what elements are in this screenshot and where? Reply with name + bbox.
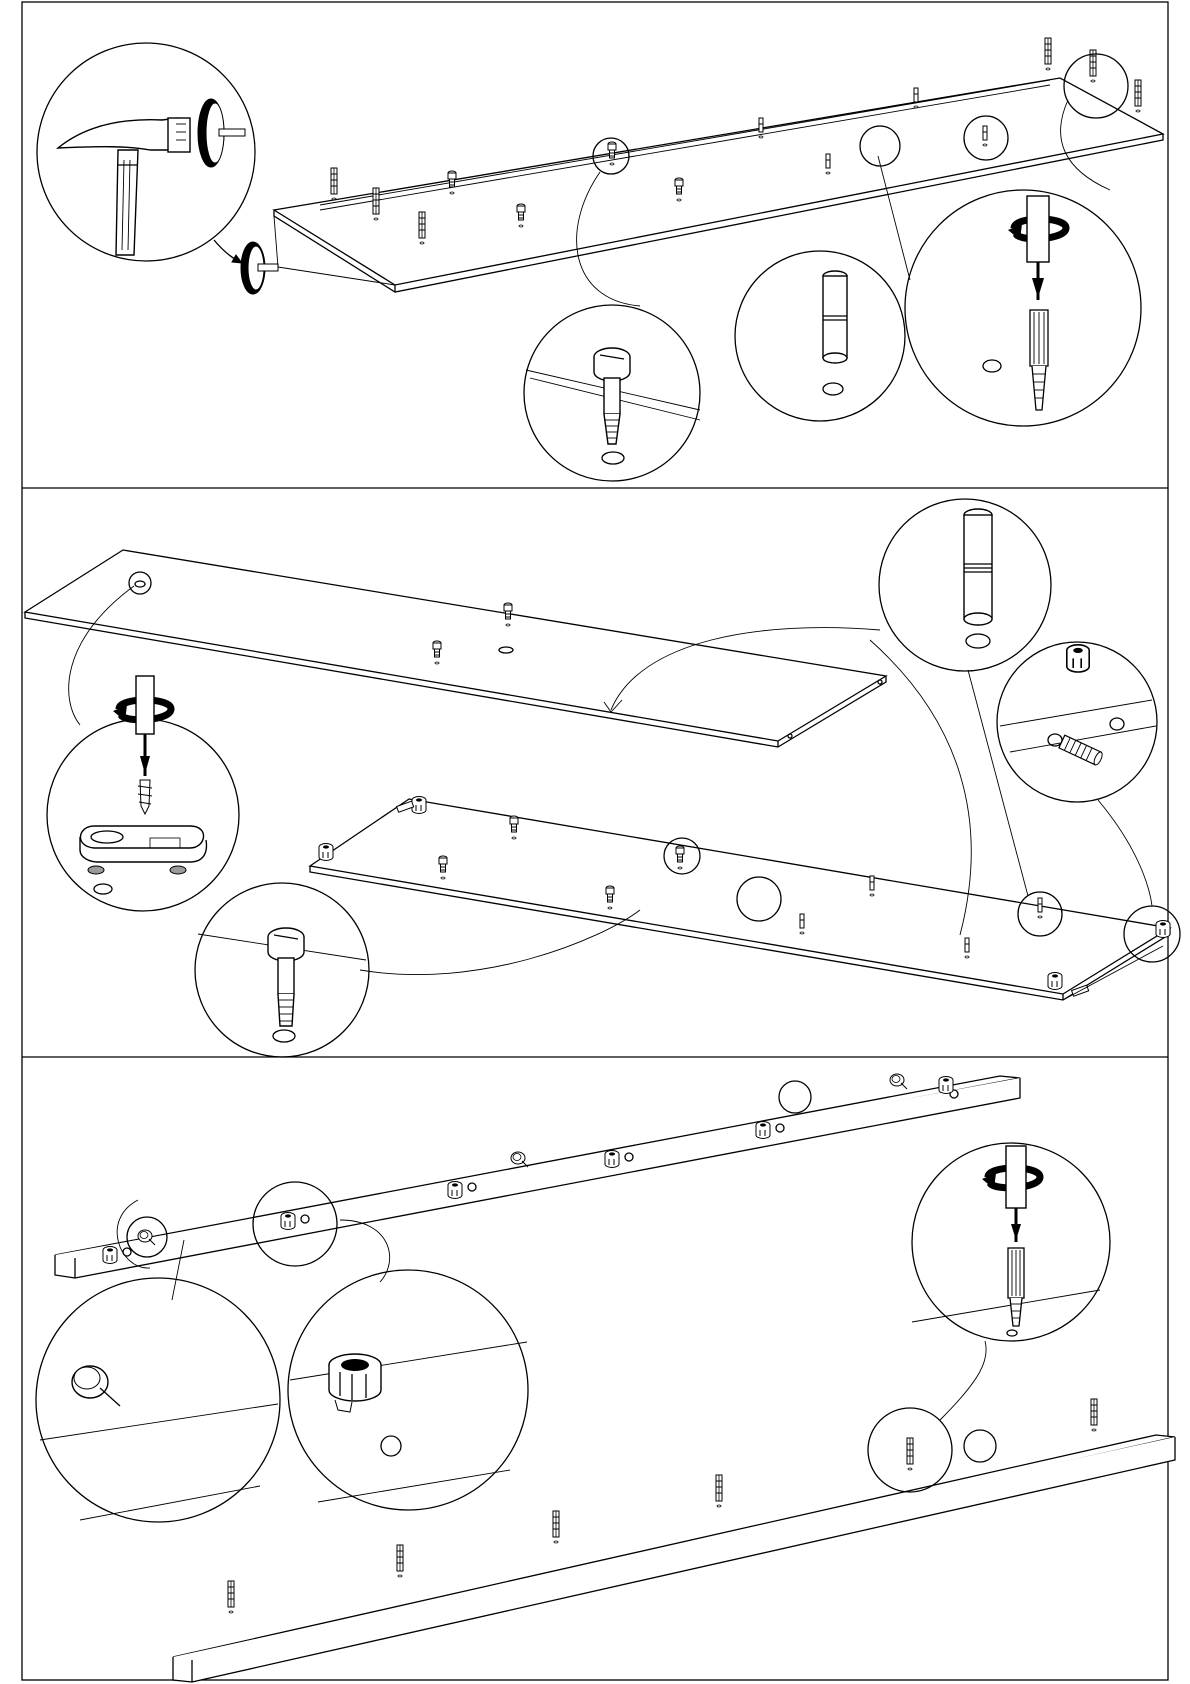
- glide-nail-icon: [72, 1366, 120, 1406]
- screwdriver-icon: [1006, 1146, 1026, 1326]
- cam-bolt-icon: [268, 928, 304, 1042]
- cam-lock-dowel-detail-callout: [997, 642, 1157, 906]
- lower-rail: [173, 1399, 1175, 1682]
- cam-lock-detail-callout: [288, 1220, 528, 1510]
- screwdriver-detail-callout-2: [912, 1143, 1110, 1420]
- step-3-panel: [36, 1074, 1175, 1682]
- shelf-pin-icon: [823, 271, 847, 395]
- upper-rail: [55, 1074, 1020, 1278]
- bottom-board: [310, 797, 1180, 1001]
- glide-nail-icon: [198, 99, 245, 167]
- shelf-pin-icon: [964, 509, 992, 648]
- hammer-detail-callout: [37, 43, 255, 263]
- step-2-panel: [25, 499, 1180, 1057]
- cam-bolt-icon: [594, 348, 630, 464]
- dowel-icon: [1059, 735, 1104, 766]
- screwdriver-icon: [136, 676, 154, 776]
- screwdriver-icon: [1027, 196, 1049, 410]
- wood-screw-icon: [138, 780, 152, 814]
- support-plate-icon: [80, 826, 206, 874]
- cam-lock-icon: [329, 1354, 381, 1412]
- hammer-icon: [58, 118, 190, 255]
- step-1-panel: [37, 38, 1163, 481]
- shelf-pin-detail-callout-2: [870, 499, 1051, 935]
